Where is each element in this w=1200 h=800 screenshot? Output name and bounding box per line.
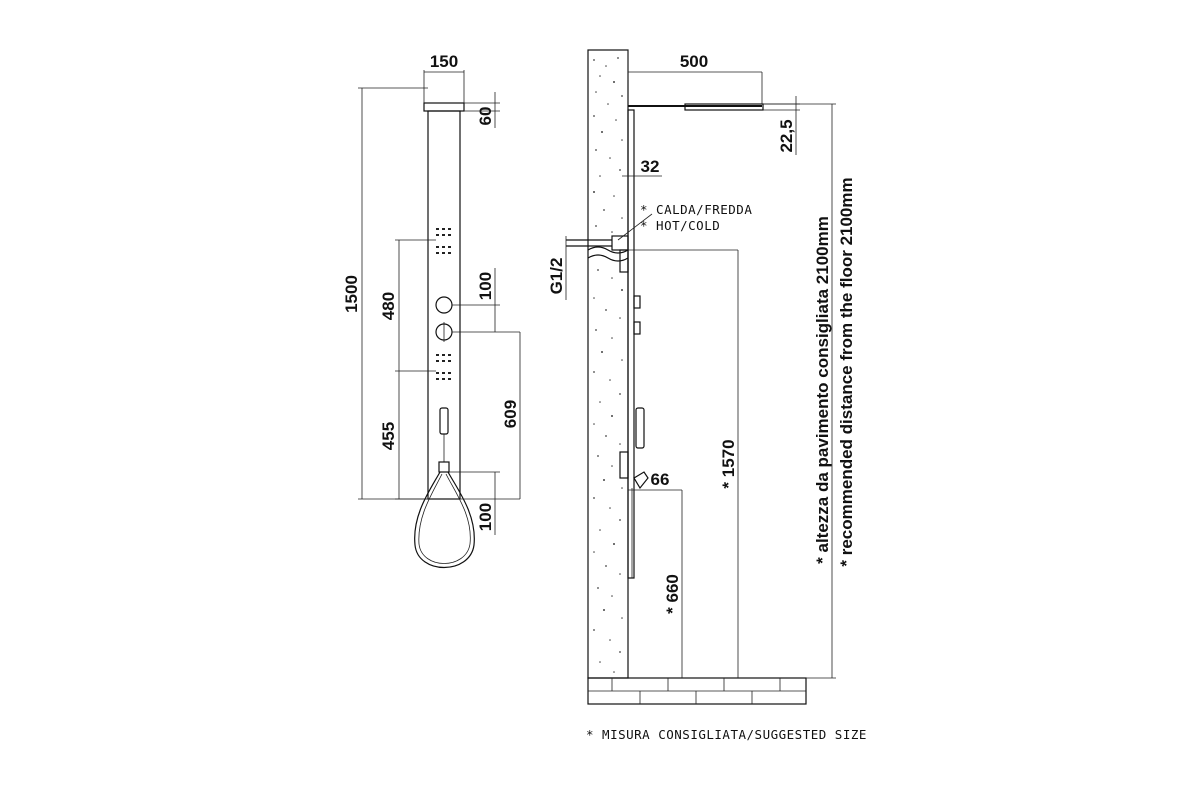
- floor-distance-note-it: * altezza da pavimento consigliata 2100m…: [813, 216, 832, 564]
- upper-span-label: 480: [379, 292, 398, 320]
- side-thermostat: [633, 321, 641, 335]
- side-shower-head: [684, 103, 764, 111]
- wall-hatching: [593, 57, 623, 673]
- front-view: 150 60 1500 480 455 100 609 100: [342, 52, 521, 568]
- upper-body-jets: [436, 228, 451, 254]
- knob-spacing-label: 100: [476, 272, 495, 300]
- floor-distance-note-en: * recommended distance from the floor 21…: [837, 177, 856, 566]
- diverter-knob: [435, 296, 453, 314]
- panel-depth-label: 32: [641, 157, 660, 176]
- head-thickness-label: 22,5: [777, 119, 796, 152]
- side-hand-shower: [635, 407, 645, 449]
- front-head-height-label: 60: [476, 107, 495, 126]
- side-view: 500 22,5 32 * CALDA/FREDDA * HOT/COLD G1…: [547, 49, 856, 705]
- side-panel-body: [627, 109, 635, 579]
- outlet-depth-label: 66: [651, 470, 670, 489]
- front-width-label: 150: [430, 52, 458, 71]
- hose-loop: [414, 471, 475, 568]
- hand-shower: [439, 407, 449, 435]
- lower-span-label: 455: [379, 422, 398, 450]
- knob-to-hose-label: 609: [501, 400, 520, 428]
- side-diverter: [633, 295, 641, 309]
- suggested-size-footnote: * MISURA CONSIGLIATA/SUGGESTED SIZE: [586, 727, 867, 742]
- wall-section: [587, 49, 629, 679]
- outlet-height-label: * 660: [663, 574, 682, 614]
- hot-cold-note-en: * HOT/COLD: [640, 218, 720, 233]
- floor-section: [587, 677, 807, 705]
- inlet-label: G1/2: [547, 258, 566, 295]
- lower-body-jets: [436, 354, 451, 380]
- front-total-height-label: 1500: [342, 275, 361, 313]
- front-shower-head: [423, 102, 465, 112]
- inlet-height-label: * 1570: [719, 439, 738, 488]
- hot-cold-note-it: * CALDA/FREDDA: [640, 202, 752, 217]
- hose-connector: [438, 461, 450, 473]
- arm-length-label: 500: [680, 52, 708, 71]
- hose-offset-label: 100: [476, 503, 495, 531]
